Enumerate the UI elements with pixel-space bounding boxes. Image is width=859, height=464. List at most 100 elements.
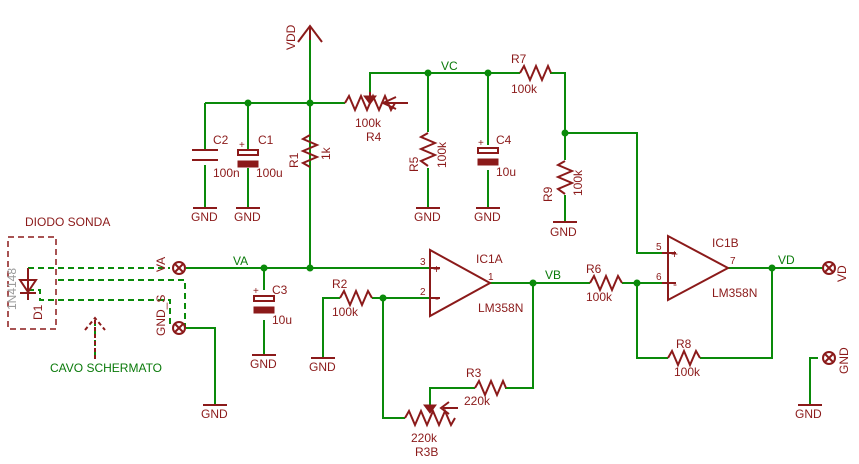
r3-value: 220k bbox=[464, 394, 491, 408]
r3-name: R3 bbox=[466, 366, 482, 380]
r5-value: 100k bbox=[435, 141, 449, 168]
c3-name: C3 bbox=[272, 283, 288, 297]
junctions bbox=[244, 69, 776, 302]
cavo-schermato-label: CAVO SCHERMATO bbox=[50, 361, 162, 375]
pin-gnd-label: GND bbox=[837, 347, 851, 374]
connector-pins: VA GND_S VD GND bbox=[154, 257, 851, 374]
junction bbox=[379, 294, 387, 302]
gnd-r2: GND bbox=[309, 357, 336, 374]
svg-text:GND: GND bbox=[191, 210, 218, 224]
r9-value: 100k bbox=[571, 169, 585, 196]
ic1b-pin6: 6 bbox=[656, 272, 662, 283]
wire-r8-right bbox=[700, 268, 773, 359]
resistor-r6: R6 100k bbox=[586, 262, 623, 304]
wire-gnds bbox=[186, 327, 216, 405]
pin-gnd: GND bbox=[822, 347, 851, 374]
wire-gnd-right bbox=[809, 357, 818, 405]
wire-r7-to-ic1b bbox=[565, 132, 662, 254]
pin-gnds: GND_S bbox=[154, 295, 186, 336]
pin-gnds-label: GND_S bbox=[154, 295, 168, 336]
c2-name: C2 bbox=[213, 133, 229, 147]
c2-value: 100n bbox=[213, 166, 240, 180]
ic1b-value: LM358N bbox=[712, 286, 757, 300]
resistor-r1: R1 1k bbox=[287, 134, 333, 168]
wire-r2-left bbox=[322, 297, 340, 358]
ic1b-minus: - bbox=[673, 277, 677, 291]
opamp-ic1a: + - 3 2 1 IC1A LM358N bbox=[420, 248, 523, 318]
r1-value: 1k bbox=[319, 146, 333, 160]
ic1a-name: IC1A bbox=[476, 252, 503, 266]
svg-text:+: + bbox=[239, 140, 245, 151]
svg-text:GND: GND bbox=[250, 357, 277, 371]
wire-r3-right bbox=[505, 283, 534, 389]
diodo-sonda-label: DIODO SONDA bbox=[25, 215, 110, 229]
r7-name: R7 bbox=[511, 52, 527, 66]
wire-fb-right bbox=[429, 387, 475, 407]
wires bbox=[28, 38, 823, 419]
gnd-r9: GND bbox=[550, 221, 577, 239]
net-label-vd: VD bbox=[778, 253, 795, 267]
junction bbox=[306, 264, 314, 272]
junction bbox=[768, 264, 776, 272]
net-label-vb: VB bbox=[545, 268, 561, 282]
svg-text:GND: GND bbox=[795, 407, 822, 421]
gnd-right: GND bbox=[795, 404, 822, 421]
gnd-c2: GND bbox=[191, 207, 218, 224]
capacitor-c2: C2 100n bbox=[192, 133, 240, 180]
r9-name: R9 bbox=[541, 186, 555, 202]
net-label-va: VA bbox=[233, 254, 248, 268]
c1-value: 100u bbox=[256, 166, 283, 180]
vdd-symbol: VDD bbox=[284, 24, 323, 50]
junction bbox=[633, 279, 641, 287]
svg-text:GND: GND bbox=[234, 210, 261, 224]
r8-value: 100k bbox=[674, 365, 701, 379]
c4-name: C4 bbox=[496, 133, 512, 147]
pin-vd: VD bbox=[822, 261, 849, 282]
svg-text:GND: GND bbox=[414, 210, 441, 224]
vdd-label: VDD bbox=[284, 24, 298, 50]
svg-text:GND: GND bbox=[309, 360, 336, 374]
svg-text:GND: GND bbox=[474, 210, 501, 224]
svg-text:+: + bbox=[478, 138, 484, 149]
pin-vd-label: VD bbox=[835, 265, 849, 282]
r3b-value: 220k bbox=[411, 431, 438, 445]
r8-name: R8 bbox=[676, 337, 692, 351]
ic1a-pin1: 1 bbox=[488, 272, 494, 283]
resistor-r8: R8 100k bbox=[667, 337, 701, 379]
probe-diode-box: DIODO SONDA 1N4148 D1 bbox=[5, 215, 110, 330]
junction bbox=[529, 279, 537, 287]
junction bbox=[561, 129, 569, 137]
junction bbox=[484, 69, 492, 77]
junction bbox=[306, 99, 314, 107]
r7-value: 100k bbox=[511, 82, 538, 96]
gnd-gnds: GND bbox=[201, 404, 228, 421]
wire-fb-left bbox=[382, 298, 405, 419]
opamp-ic1b: + - 5 6 7 IC1B LM358N bbox=[656, 234, 757, 302]
capacitor-c3: + C3 10u bbox=[253, 283, 292, 327]
potentiometer-r4: 100k R4 bbox=[344, 92, 408, 144]
gnd-c3: GND bbox=[250, 354, 277, 371]
cable-dashed-inner bbox=[28, 289, 171, 328]
ic1b-name: IC1B bbox=[712, 236, 739, 250]
ic1a-plus: + bbox=[433, 262, 440, 276]
junction bbox=[244, 99, 252, 107]
r3b-name: R3B bbox=[415, 445, 438, 459]
r4-value: 100k bbox=[355, 116, 382, 130]
svg-text:GND: GND bbox=[201, 407, 228, 421]
gnd-c1: GND bbox=[234, 207, 261, 224]
r1-name: R1 bbox=[287, 152, 301, 168]
ic1a-pin2: 2 bbox=[420, 287, 426, 298]
gnd-r5: GND bbox=[414, 207, 441, 224]
resistor-r2: R2 100k bbox=[332, 277, 373, 319]
d1-value: 1N4148 bbox=[5, 268, 19, 310]
svg-text:+: + bbox=[253, 286, 259, 297]
svg-text:GND: GND bbox=[550, 225, 577, 239]
cable-annotation: CAVO SCHERMATO bbox=[50, 316, 162, 375]
r2-name: R2 bbox=[332, 277, 348, 291]
wire-r8-left bbox=[636, 283, 668, 359]
pin-va-label: VA bbox=[154, 257, 168, 272]
cable-dashed-outer bbox=[58, 279, 186, 328]
ic1b-pin5: 5 bbox=[656, 242, 662, 253]
ic1a-minus: - bbox=[435, 291, 439, 305]
